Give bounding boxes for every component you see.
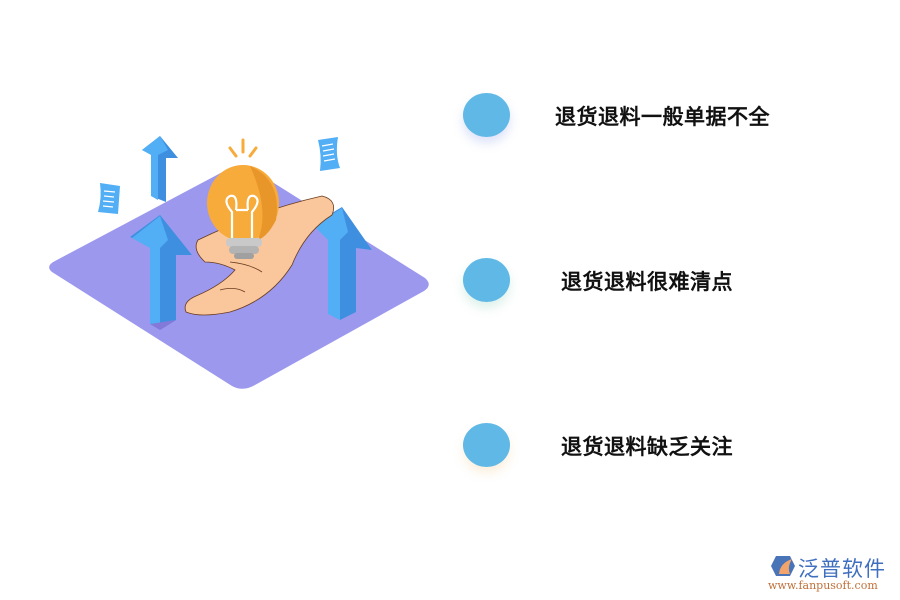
paper-left-icon [98,183,120,214]
fanpu-logo-icon [771,556,795,576]
arrow-up-left-icon [130,215,192,330]
paper-right-icon [318,137,340,171]
list-item: 退货退料很难清点 [463,258,863,308]
fanpu-logo: 泛普软件 www.fanpusoft.com [768,553,893,598]
lightbulb-icon [207,138,279,259]
arrow-up-small-icon [142,136,178,202]
logo-url: www.fanpusoft.com [768,579,878,592]
item-label: 退货退料一般单据不全 [555,105,770,129]
hand-icon [184,195,335,316]
logo-name: 泛普软件 [798,557,886,581]
bullet-dot-icon [463,423,510,467]
bullet-dot-icon [463,93,510,137]
hand-lightbulb-illustration [49,136,429,389]
item-label: 退货退料很难清点 [561,270,733,294]
list-item: 退货退料缺乏关注 [463,423,863,473]
bullet-dot-icon [463,258,510,302]
list-item: 退货退料一般单据不全 [463,93,863,143]
item-label: 退货退料缺乏关注 [561,435,733,459]
arrow-up-right-icon [312,207,372,320]
